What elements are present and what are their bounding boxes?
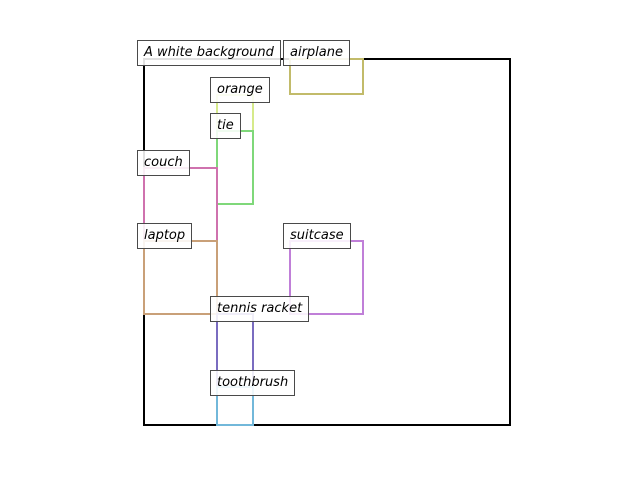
tie-label: tie [210, 113, 241, 139]
laptop-label: laptop [137, 223, 193, 249]
caption-label: A white background [137, 40, 281, 66]
suitcase-label: suitcase [283, 223, 351, 249]
laptop-box [143, 240, 218, 315]
tie-box [216, 130, 254, 205]
couch-label: couch [137, 150, 190, 176]
tennis-racket-label: tennis racket [210, 296, 310, 322]
orange-label: orange [210, 77, 270, 103]
toothbrush-label: toothbrush [210, 370, 296, 396]
airplane-label: airplane [283, 40, 350, 66]
